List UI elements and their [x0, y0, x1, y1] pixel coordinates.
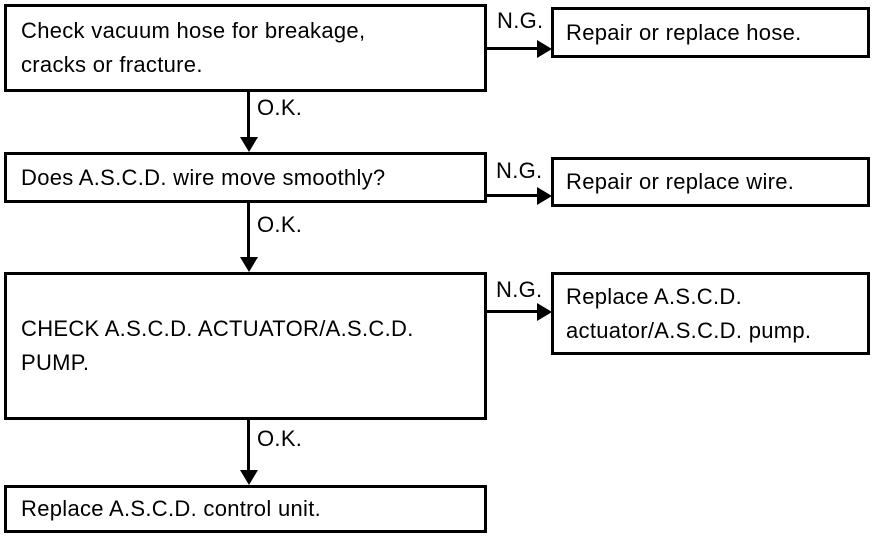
flow-box-text-line: PUMP.: [21, 350, 90, 375]
flow-box-check-ascd-wire: Does A.S.C.D. wire move smoothly?: [4, 152, 487, 203]
ng-branch-label: N.G.: [497, 8, 544, 33]
flow-box-text-line: Does A.S.C.D. wire move smoothly?: [21, 164, 386, 190]
ok-arrow-stem: [247, 203, 250, 258]
arrowhead-right-icon: [537, 187, 552, 205]
ok-branch-label: O.K.: [257, 212, 303, 237]
ok-branch-label: O.K.: [257, 95, 303, 120]
ng-arrow-stem: [487, 47, 537, 50]
arrowhead-right-icon: [537, 303, 552, 321]
ng-branch-label: N.G.: [496, 277, 543, 302]
ng-arrow-stem: [487, 310, 537, 313]
arrowhead-down-icon: [240, 137, 258, 152]
arrowhead-right-icon: [537, 40, 552, 58]
flow-box-check-ascd-actuator-pump: CHECK A.S.C.D. ACTUATOR/A.S.C.D. PUMP.: [4, 272, 487, 420]
ok-arrow-stem: [247, 420, 250, 471]
flow-box-replace-control-unit: Replace A.S.C.D. control unit.: [4, 485, 487, 533]
ng-branch-label: N.G.: [496, 158, 543, 183]
flow-box-text-line: actuator/A.S.C.D. pump.: [566, 317, 812, 343]
ok-branch-label: O.K.: [257, 426, 303, 451]
flow-box-text-line: cracks or fracture.: [21, 52, 203, 77]
flow-box-replace-actuator-pump: Replace A.S.C.D. actuator/A.S.C.D. pump.: [551, 272, 870, 355]
flow-box-text-line: Repair or replace hose.: [566, 19, 802, 45]
flow-box-text-line: CHECK A.S.C.D. ACTUATOR/A.S.C.D.: [21, 316, 414, 341]
arrowhead-down-icon: [240, 257, 258, 272]
flow-box-text-line: Replace A.S.C.D. control unit.: [21, 496, 322, 521]
flow-box-text-line: Replace A.S.C.D.: [566, 283, 742, 309]
ok-arrow-stem: [247, 92, 250, 138]
flow-box-check-vacuum-hose: Check vacuum hose for breakage, cracks o…: [4, 4, 487, 92]
ng-arrow-stem: [487, 194, 537, 197]
arrowhead-down-icon: [240, 470, 258, 485]
flow-box-text-line: Check vacuum hose for breakage,: [21, 18, 366, 43]
flow-box-repair-hose: Repair or replace hose.: [551, 7, 870, 58]
flow-box-repair-wire: Repair or replace wire.: [551, 157, 870, 207]
flow-box-text-line: Repair or replace wire.: [566, 169, 795, 194]
